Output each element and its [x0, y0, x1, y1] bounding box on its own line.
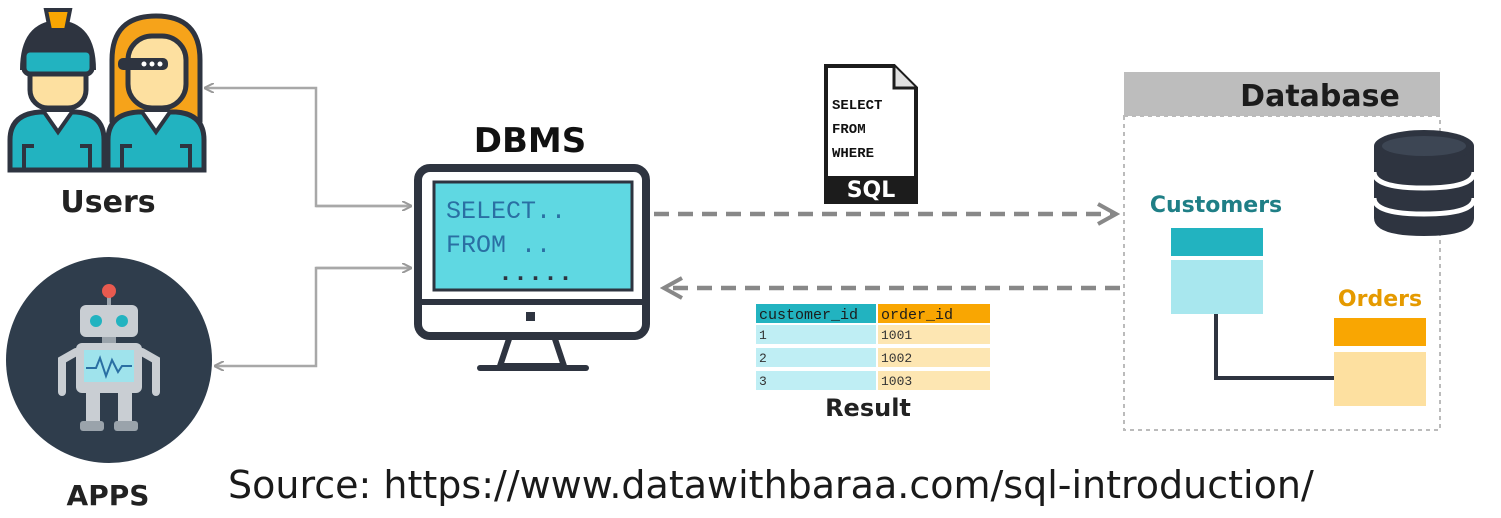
user-vr-headset-icon [7, 8, 107, 173]
database-cylinder-icon [1371, 130, 1477, 236]
customers-table-body [1171, 260, 1263, 314]
database-title: Database [1240, 79, 1400, 114]
customers-table-header [1171, 228, 1263, 256]
result-header-cell [878, 304, 990, 323]
screen-query-line-1: SELECT.. [446, 197, 566, 226]
apps-response-arrow [216, 266, 410, 366]
sql-badge: SQL [847, 178, 896, 203]
result-header-order-id: order_id [881, 307, 953, 324]
database-header [1124, 72, 1440, 116]
screen-query-line-2: FROM .. [446, 231, 551, 260]
source-caption: Source: https://www.datawithbaraa.com/sq… [228, 463, 1314, 507]
result-cell-customer-id: 3 [759, 374, 767, 389]
robot-icon [6, 257, 212, 463]
result-cell [756, 371, 876, 390]
orders-table-label: Orders [1338, 287, 1422, 312]
orders-table-header [1334, 318, 1426, 346]
sql-document-icon [824, 64, 918, 204]
user-glasses-icon [105, 13, 207, 173]
screen-query-line-3: ..... [498, 259, 573, 288]
result-label: Result [825, 394, 911, 422]
customers-table-label: Customers [1150, 193, 1282, 218]
result-cell-order-id: 1002 [881, 351, 912, 366]
monitor-icon [414, 164, 650, 371]
users-response-arrow [206, 88, 410, 208]
result-cell [878, 325, 990, 344]
table-relation-line [1214, 314, 1334, 380]
result-cell-customer-id: 2 [759, 351, 767, 366]
result-cell [756, 348, 876, 367]
result-cell [878, 348, 990, 367]
users-label: Users [60, 185, 155, 220]
sql-doc-line-1: SELECT [832, 98, 882, 114]
result-header-customer-id: customer_id [759, 307, 858, 324]
result-cell [878, 371, 990, 390]
orders-table-body [1334, 352, 1426, 406]
result-header-cell [756, 304, 876, 323]
sql-doc-line-2: FROM [832, 122, 866, 138]
dbms-title: DBMS [474, 121, 586, 161]
apps-label: APPS [67, 479, 150, 512]
result-table [756, 304, 990, 390]
result-cell-order-id: 1003 [881, 374, 912, 389]
sql-doc-line-3: WHERE [832, 146, 874, 162]
result-cell-customer-id: 1 [759, 328, 767, 343]
result-cell [756, 325, 876, 344]
result-cell-order-id: 1001 [881, 328, 912, 343]
database-panel [1123, 115, 1441, 431]
